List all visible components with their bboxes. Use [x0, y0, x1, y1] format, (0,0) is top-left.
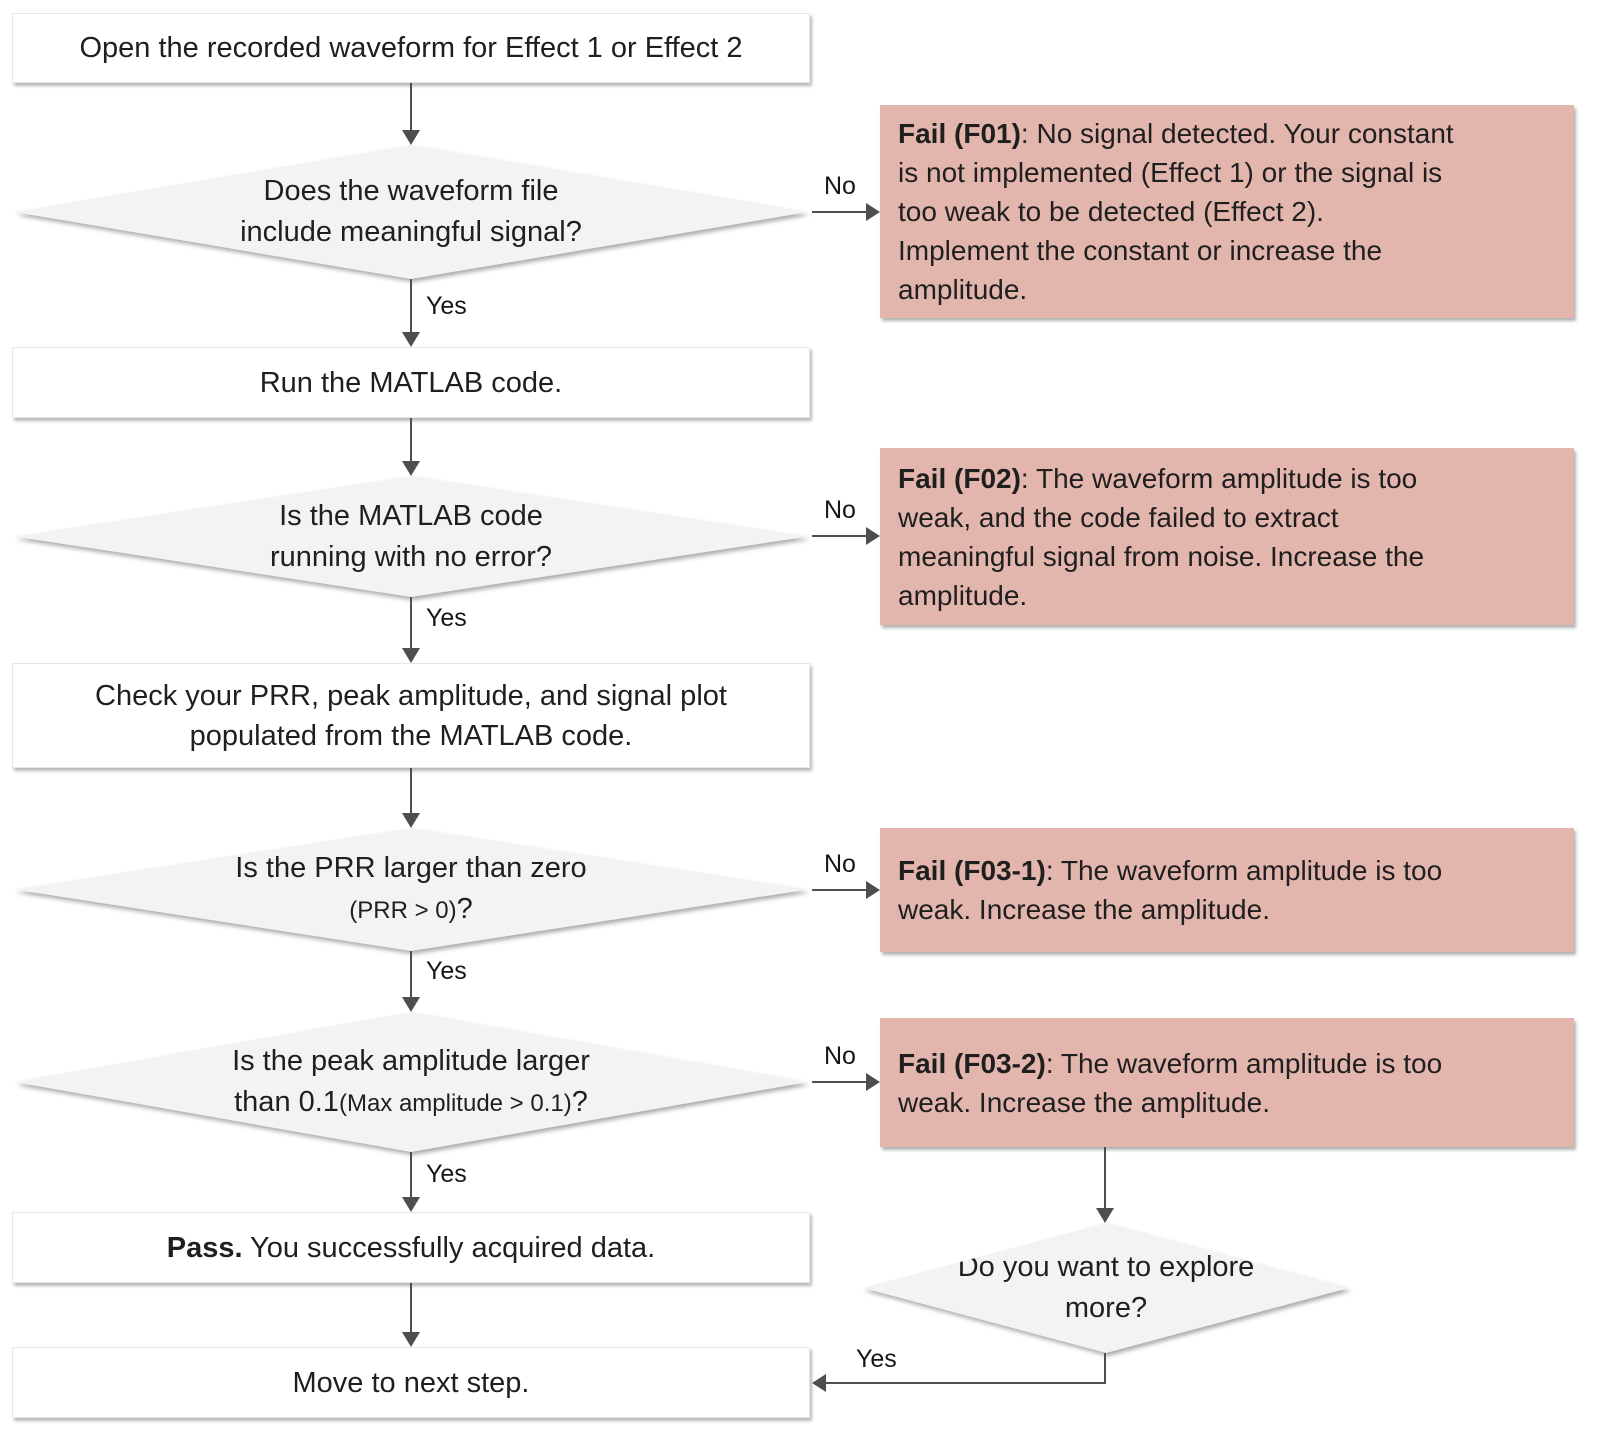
prr-question-mark: ?	[456, 893, 473, 925]
decision-explore-more-line2: more?	[1064, 1292, 1148, 1324]
decision-prr-positive-line1: Is the PRR larger than zero	[235, 852, 587, 884]
f03-1-code: Fail (F03-1)	[898, 855, 1046, 886]
pass-text: You successfully acquired data.	[242, 1231, 656, 1264]
arrow-open-to-d1-head	[402, 130, 420, 145]
fail-box-f03-1: Fail (F03-1): The waveform amplitude is …	[880, 828, 1574, 952]
process-run-code: Run the MATLAB code.	[12, 347, 810, 418]
fail-box-f03-1-label: Fail (F03-1): The waveform amplitude is …	[898, 851, 1442, 929]
edge-label-no-4: No	[824, 1042, 856, 1070]
arrow-d3-to-d4-line	[410, 951, 412, 997]
decision-peak-amplitude: Is the peak amplitude larger than 0.1(Ma…	[14, 1012, 808, 1152]
decision-prr-positive: Is the PRR larger than zero (PRR > 0)?	[14, 828, 808, 951]
decision-explore-more: Do you want to explore more?	[863, 1223, 1349, 1353]
edge-label-no-2: No	[824, 496, 856, 524]
decision-code-no-error: Is the MATLAB code running with no error…	[14, 476, 808, 597]
arrow-check-to-d3-head	[402, 813, 420, 828]
arrow-d4-no-line	[812, 1081, 866, 1083]
amp-question-mark: ?	[571, 1085, 588, 1118]
process-open-waveform: Open the recorded waveform for Effect 1 …	[12, 13, 810, 83]
arrow-d5-yes-hline	[826, 1382, 1106, 1384]
arrow-f03-2-to-d5-head	[1096, 1208, 1114, 1223]
fail-box-f01: Fail (F01): No signal detected. Your con…	[880, 105, 1574, 318]
arrow-f03-2-to-d5-line	[1104, 1147, 1106, 1208]
process-check-outputs: Check your PRR, peak amplitude, and sign…	[12, 663, 810, 768]
f02-text: : The waveform amplitude is too weak, an…	[898, 462, 1425, 611]
arrow-d2-no-line	[812, 535, 866, 537]
decision-meaningful-signal-line1: Does the waveform file	[263, 175, 559, 207]
process-pass: Pass. You successfully acquired data.	[12, 1212, 810, 1283]
arrow-d1-no-head	[866, 203, 880, 221]
decision-prr-positive-line2: (PRR > 0)?	[349, 889, 473, 931]
process-check-outputs-line2: populated from the MATLAB code.	[189, 719, 633, 752]
amp-condition: (Max amplitude > 0.1)	[338, 1089, 572, 1117]
amp-threshold: than 0.1	[234, 1085, 339, 1118]
f01-code: Fail (F01)	[898, 118, 1021, 149]
process-pass-label: Pass. You successfully acquired data.	[167, 1228, 656, 1268]
arrow-d2-no-head	[866, 527, 880, 545]
arrow-check-to-d3-line	[410, 768, 412, 813]
arrow-d4-no-head	[866, 1073, 880, 1091]
f03-2-code: Fail (F03-2)	[898, 1047, 1046, 1079]
decision-code-no-error-shape: Is the MATLAB code running with no error…	[14, 476, 808, 597]
decision-meaningful-signal-line2: include meaningful signal?	[240, 216, 582, 248]
fail-box-f03-2: Fail (F03-2): The waveform amplitude is …	[880, 1018, 1574, 1147]
arrow-d1-to-run-head	[402, 332, 420, 347]
process-run-code-label: Run the MATLAB code.	[259, 366, 563, 399]
arrow-d4-to-pass-head	[402, 1197, 420, 1212]
decision-peak-amplitude-line1: Is the peak amplitude larger	[232, 1044, 590, 1077]
decision-prr-positive-shape: Is the PRR larger than zero (PRR > 0)?	[14, 828, 808, 951]
arrow-d5-yes-vline	[1104, 1353, 1106, 1383]
pass-bold: Pass.	[166, 1231, 243, 1264]
process-open-waveform-label: Open the recorded waveform for Effect 1 …	[79, 32, 743, 64]
arrow-d1-no-line	[812, 211, 866, 213]
edge-label-no-3: No	[824, 850, 856, 878]
arrow-d2-to-check-head	[402, 648, 420, 663]
fail-box-f01-label: Fail (F01): No signal detected. Your con…	[898, 114, 1454, 309]
arrow-open-to-d1-line	[410, 83, 412, 130]
arrow-d3-to-d4-head	[402, 997, 420, 1012]
f01-text: : No signal detected. Your constant is n…	[898, 118, 1454, 305]
decision-meaningful-signal-shape: Does the waveform file include meaningfu…	[14, 145, 808, 279]
arrow-run-to-d2-head	[402, 461, 420, 476]
f02-code: Fail (F02)	[898, 462, 1021, 494]
edge-label-no-1: No	[824, 172, 856, 200]
process-move-next: Move to next step.	[12, 1347, 810, 1418]
process-move-next-label: Move to next step.	[292, 1366, 530, 1399]
decision-peak-amplitude-line2: than 0.1(Max amplitude > 0.1)?	[234, 1082, 588, 1124]
decision-meaningful-signal: Does the waveform file include meaningfu…	[14, 145, 808, 279]
f03-2-text: : The waveform amplitude is too weak. In…	[898, 1047, 1443, 1118]
arrow-d4-to-pass-line	[410, 1152, 412, 1197]
fail-box-f03-2-label: Fail (F03-2): The waveform amplitude is …	[898, 1044, 1442, 1122]
fail-box-f02-label: Fail (F02): The waveform amplitude is to…	[898, 459, 1424, 615]
f03-1-text: : The waveform amplitude is too weak. In…	[898, 855, 1443, 925]
arrow-d3-no-head	[866, 881, 880, 899]
arrow-d5-yes-head	[812, 1374, 826, 1392]
decision-explore-more-line1: Do you want to explore	[957, 1251, 1255, 1283]
edge-label-yes-5: Yes	[856, 1345, 897, 1373]
edge-label-yes-3: Yes	[426, 957, 467, 985]
edge-label-yes-1: Yes	[426, 292, 467, 320]
edge-label-yes-4: Yes	[426, 1160, 467, 1188]
decision-code-no-error-line1: Is the MATLAB code	[279, 499, 543, 532]
arrow-d3-no-line	[812, 889, 866, 891]
decision-explore-more-shape: Do you want to explore more?	[863, 1223, 1349, 1353]
arrow-d2-to-check-line	[410, 597, 412, 648]
prr-condition: (PRR > 0)	[349, 897, 457, 924]
fail-box-f02: Fail (F02): The waveform amplitude is to…	[880, 448, 1574, 625]
decision-code-no-error-line2: running with no error?	[269, 540, 553, 573]
arrow-d1-to-run-line	[410, 279, 412, 332]
arrow-pass-to-move-head	[402, 1332, 420, 1347]
arrow-pass-to-move-line	[410, 1283, 412, 1332]
process-check-outputs-line1: Check your PRR, peak amplitude, and sign…	[95, 679, 727, 712]
arrow-run-to-d2-line	[410, 418, 412, 461]
edge-label-yes-2: Yes	[426, 604, 467, 632]
decision-peak-amplitude-shape: Is the peak amplitude larger than 0.1(Ma…	[14, 1012, 808, 1152]
